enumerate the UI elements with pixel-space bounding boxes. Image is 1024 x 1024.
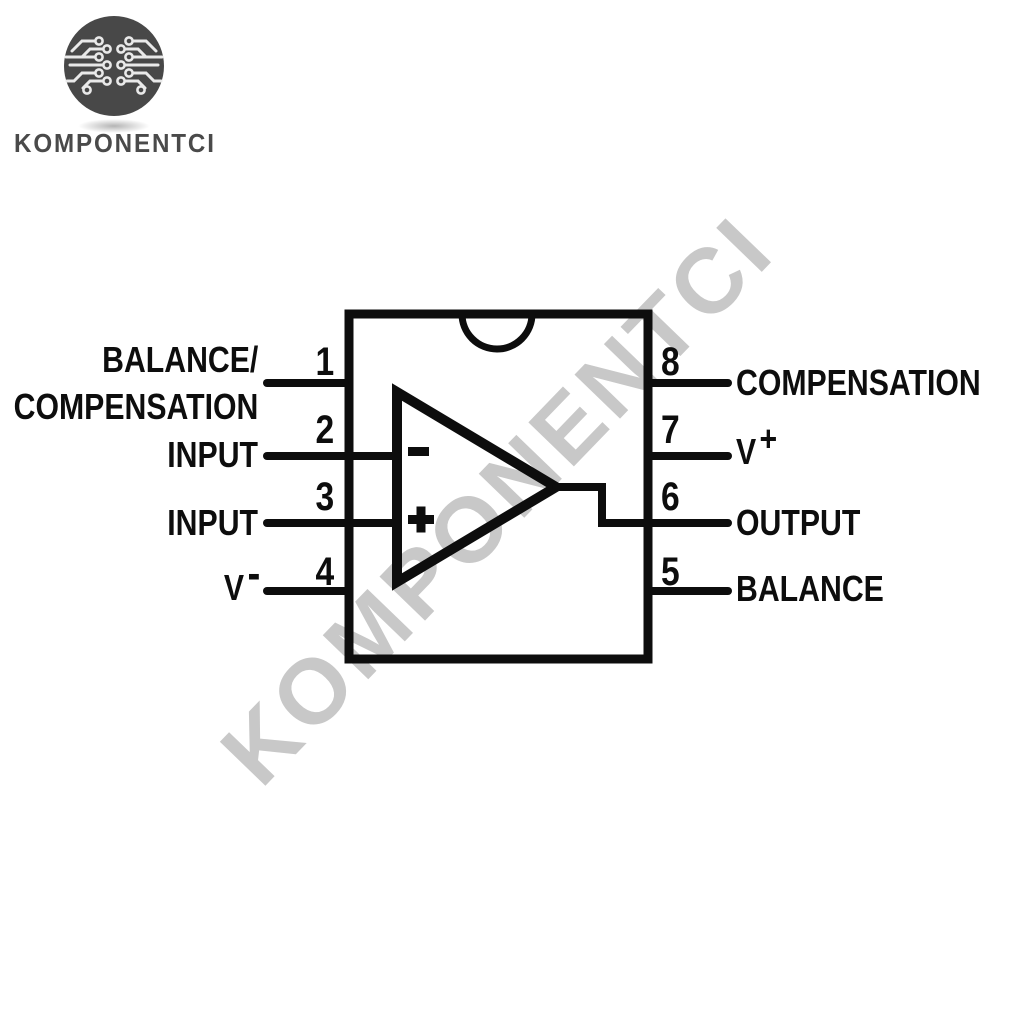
pin-4-label-v: V [223, 567, 244, 608]
pin-4-label: V- [223, 547, 260, 608]
logo-wordmark: KOMPONENTCI [14, 128, 216, 158]
pin-3-label: INPUT [167, 502, 258, 543]
pin-7-number: 7 [661, 408, 680, 452]
logo-shadow [63, 116, 165, 136]
pin-7-label-v: V [736, 431, 757, 472]
plus-icon [408, 506, 434, 533]
pin-2-number: 2 [315, 408, 334, 452]
ic-body-outline [344, 309, 653, 664]
pin-8-label: COMPENSATION [736, 362, 981, 403]
pin-5-label: BALANCE [736, 568, 884, 609]
pin-7-label: V+ [736, 418, 778, 472]
pin-8-number: 8 [661, 340, 680, 384]
pin-1-label-line2: COMPENSATION [13, 386, 258, 427]
pin-1-number: 1 [315, 340, 334, 384]
circuit-board-circle-icon [64, 16, 164, 116]
pin-1-label: BALANCE/ COMPENSATION [13, 336, 258, 430]
pin-6-output-step-line [552, 483, 732, 527]
pin1-notch-semicircle-icon [458, 313, 536, 353]
pin-6-number: 6 [661, 475, 680, 519]
pin-1-label-line1: BALANCE/ [101, 339, 258, 380]
pin-3-number: 3 [315, 475, 334, 519]
pin-2-label: INPUT [167, 434, 258, 475]
pin-6-label: OUTPUT [736, 502, 861, 543]
pin-4-number: 4 [315, 550, 334, 594]
pin-5-number: 5 [661, 550, 680, 594]
minus-icon [408, 447, 429, 456]
opamp-triangle [392, 383, 566, 591]
